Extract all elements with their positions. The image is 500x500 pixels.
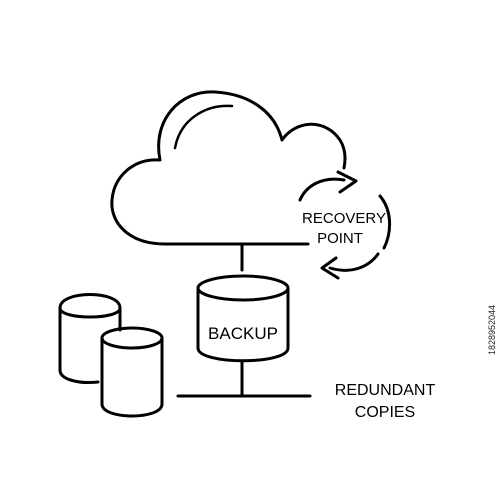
backup-label: BACKUP — [208, 324, 278, 343]
backup-database-icon — [196, 274, 290, 363]
redundant-label-line1: REDUNDANT — [335, 382, 436, 399]
redundant-database-icon — [100, 326, 164, 418]
stock-id-watermark: 1828952044 — [487, 304, 497, 356]
refresh-arrows-icon — [298, 170, 391, 280]
redundant-database-icon — [58, 293, 122, 384]
recovery-label-line2: POINT — [317, 230, 363, 247]
cloud-highlight-arc — [173, 104, 234, 150]
cloud-icon — [110, 90, 347, 246]
redundant-label-line2: COPIES — [355, 404, 415, 421]
recovery-label-line1: RECOVERY — [302, 210, 386, 227]
